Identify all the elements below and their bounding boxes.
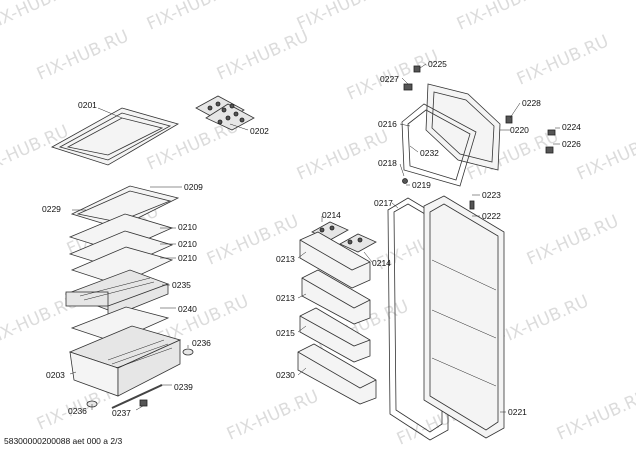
part-0230-bottle-shelf	[297, 343, 377, 405]
part-labels: 0201 0202 0209 0229 0210 0210 0210 0235 …	[42, 59, 581, 418]
part-label: 0203	[46, 370, 65, 380]
part-label: 0228	[522, 98, 541, 108]
watermark: FIX-HUB.RU	[524, 211, 622, 269]
part-0220-door-liner-top	[425, 83, 501, 171]
watermark: FIX-HUB.RU	[514, 31, 612, 89]
part-0217-door-gasket	[387, 197, 449, 441]
watermark: FIX-HUB.RU	[34, 26, 132, 84]
part-label: 0232	[420, 148, 439, 158]
part-0210-glass-plates	[68, 213, 174, 286]
document-footer: 58300000200088 aet 000 a 2/3	[4, 436, 122, 446]
part-0203-crisper-drawer	[68, 325, 182, 397]
watermark: FIX-HUB.RU	[0, 121, 72, 179]
watermark: FIX-HUB.RU	[224, 386, 322, 444]
part-label: 0240	[178, 304, 197, 314]
part-label: 0226	[562, 139, 581, 149]
watermark: FIX-HUB.RU	[494, 291, 592, 349]
part-0237-clip	[139, 399, 148, 407]
part-label: 0229	[42, 204, 61, 214]
part-label: 0217	[374, 198, 393, 208]
part-label: 0221	[508, 407, 527, 417]
part-0228-screw	[505, 115, 513, 124]
part-label: 0210	[178, 222, 197, 232]
part-0213-balcony	[299, 231, 371, 325]
part-label: 0220	[510, 125, 529, 135]
part-label: 0239	[174, 382, 193, 392]
part-label: 0237	[112, 408, 131, 418]
part-label: 0215	[276, 328, 295, 338]
watermark: FIX-HUB.RU	[574, 126, 636, 184]
part-label: 0219	[412, 180, 431, 190]
part-label: 0227	[380, 74, 399, 84]
part-label: 0210	[178, 253, 197, 263]
watermark: FIX-HUB.RU	[144, 0, 242, 35]
watermark: FIX-HUB.RU	[294, 0, 392, 35]
part-0216-gasket-top	[401, 103, 477, 187]
part-label: 0230	[276, 370, 295, 380]
part-label: 0202	[250, 126, 269, 136]
part-label: 0216	[378, 119, 397, 129]
part-label: 0218	[378, 158, 397, 168]
part-label: 0210	[178, 239, 197, 249]
part-label: 0236	[192, 338, 211, 348]
leader-lines	[69, 63, 560, 413]
watermark: FIX-HUB.RU	[554, 386, 636, 444]
part-0202-egg-trays	[195, 95, 255, 131]
part-label: 0225	[428, 59, 447, 69]
part-label: 0201	[78, 100, 97, 110]
part-label: 0213	[276, 293, 295, 303]
part-0218-0219-screw	[402, 178, 408, 184]
part-0240-glass	[70, 306, 170, 343]
watermark: FIX-HUB.RU	[294, 126, 392, 184]
part-label: 0223	[482, 190, 501, 200]
part-label: 0214	[322, 210, 341, 220]
part-label: 0222	[482, 211, 501, 221]
watermark: FIX-HUB.RU	[454, 0, 552, 35]
part-0239-rail	[111, 384, 163, 409]
part-0224-0226-caps	[545, 129, 556, 154]
part-label: 0214	[372, 258, 391, 268]
part-label: 0224	[562, 122, 581, 132]
part-0215-balcony	[299, 307, 371, 363]
part-label: 0235	[172, 280, 191, 290]
watermark: FIX-HUB.RU	[214, 26, 312, 84]
part-label: 0213	[276, 254, 295, 264]
part-label: 0209	[184, 182, 203, 192]
part-label: 0236	[68, 406, 87, 416]
watermark: FIX-HUB.RU	[0, 0, 82, 35]
part-0201-shelf	[51, 107, 180, 166]
part-0221-door	[423, 195, 505, 439]
